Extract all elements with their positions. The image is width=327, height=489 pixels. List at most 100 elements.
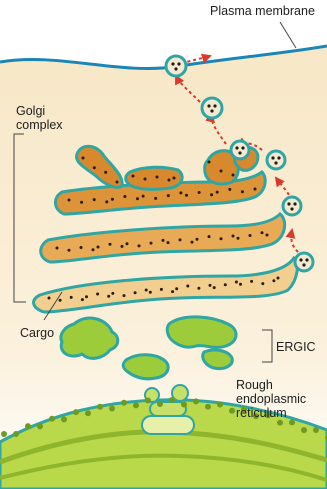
cargo-dot <box>150 242 153 245</box>
cargo-dot <box>179 191 182 194</box>
cargo-dot <box>261 231 264 234</box>
ribosome <box>85 410 91 416</box>
golgi-complex-label: Golgi complex <box>16 104 63 132</box>
cargo-dot <box>160 288 163 291</box>
ergic-cluster <box>167 317 236 348</box>
cargo-dot <box>126 242 129 245</box>
ribosome <box>49 416 55 422</box>
ribosome <box>289 419 295 425</box>
cargo-dot <box>82 157 85 160</box>
cargo-dot <box>132 175 135 178</box>
ribosome <box>157 401 163 407</box>
cargo-dot <box>197 287 200 290</box>
cargo-dot <box>85 295 88 298</box>
cargo-dot <box>80 201 83 204</box>
cargo-dot <box>92 248 95 251</box>
cargo-dot <box>142 195 145 198</box>
cargo-dot <box>198 191 201 194</box>
transport-vesicle-icon <box>166 56 186 76</box>
ergic-cluster <box>203 350 233 369</box>
transport-vesicle-icon <box>295 253 313 271</box>
cargo-dot <box>109 243 112 246</box>
transport-vesicle-icon <box>283 197 301 215</box>
transport-vesicle-icon <box>202 98 222 118</box>
cargo-dot <box>93 198 96 201</box>
cargo-dot <box>220 237 223 240</box>
cargo-dot <box>116 181 119 184</box>
cargo-dot <box>216 191 219 194</box>
cargo-dot <box>261 282 264 285</box>
ribosome <box>73 409 79 415</box>
ergic-cluster <box>123 355 168 379</box>
cargo-dot <box>56 247 59 250</box>
cargo-dot <box>237 237 240 240</box>
cargo-dot <box>232 235 235 238</box>
transport-vesicle-icon <box>231 141 249 159</box>
cargo-dot <box>232 174 235 177</box>
cargo-dot <box>136 197 139 200</box>
ribosome <box>181 402 187 408</box>
cargo-dot <box>48 297 51 300</box>
cargo-dot <box>149 291 152 294</box>
cargo-dot <box>162 239 165 242</box>
ribosome <box>133 402 139 408</box>
cargo-dot <box>228 188 231 191</box>
transport-vesicle-icon <box>267 151 285 169</box>
cargo-dot <box>196 238 199 241</box>
cargo-dot <box>156 176 159 179</box>
cargo-dot <box>68 199 71 202</box>
cargo-dot <box>145 289 148 292</box>
cargo-dot <box>173 177 176 180</box>
cargo-dot <box>111 292 114 295</box>
rough-er-label: Rough endoplasmic reticulum <box>236 378 306 420</box>
cargo-dot <box>249 234 252 237</box>
cargo-dot <box>154 197 157 200</box>
cargo-dot <box>97 246 100 249</box>
ribosome <box>109 406 115 412</box>
ribosome <box>1 431 7 437</box>
cargo-dot <box>209 284 212 287</box>
cargo-dot <box>213 286 216 289</box>
cargo-dot <box>191 241 194 244</box>
cargo-dot <box>224 283 227 286</box>
ribosome <box>25 423 31 429</box>
cargo-dot <box>168 179 171 182</box>
cargo-dot <box>138 244 141 247</box>
cargo-dot <box>272 279 275 282</box>
ribosome <box>145 398 151 404</box>
cargo-dot <box>93 166 96 169</box>
cargo-dot <box>239 283 242 286</box>
cargo-dot <box>186 285 189 288</box>
ribosome <box>169 397 175 403</box>
cargo-dot <box>266 234 269 237</box>
ribosome <box>313 427 319 433</box>
cargo-dot <box>104 171 107 174</box>
cargo-dot <box>70 296 73 299</box>
ribosome <box>301 427 307 433</box>
cargo-dot <box>105 200 108 203</box>
cargo-dot <box>80 246 83 249</box>
ergic-label: ERGIC <box>276 340 316 354</box>
cargo-dot <box>123 294 126 297</box>
ribosome <box>193 398 199 404</box>
cargo-dot <box>210 193 213 196</box>
cargo-dot <box>123 195 126 198</box>
cargo-dot <box>59 299 62 302</box>
cargo-dot <box>167 194 170 197</box>
plasma-membrane-label: Plasma membrane <box>210 4 315 18</box>
cargo-dot <box>241 190 244 193</box>
cargo-dot <box>185 194 188 197</box>
ribosome <box>61 416 67 422</box>
cargo-dot <box>208 235 211 238</box>
cargo-dot <box>208 161 211 164</box>
ribosome <box>229 408 235 414</box>
cargo-dot <box>107 295 110 298</box>
cargo-dot <box>111 198 114 201</box>
ribosome <box>13 431 19 437</box>
ribosome <box>205 404 211 410</box>
cargo-dot <box>96 293 99 296</box>
cargo-dot <box>250 280 253 283</box>
ribosome <box>277 420 283 426</box>
cargo-dot <box>134 291 137 294</box>
